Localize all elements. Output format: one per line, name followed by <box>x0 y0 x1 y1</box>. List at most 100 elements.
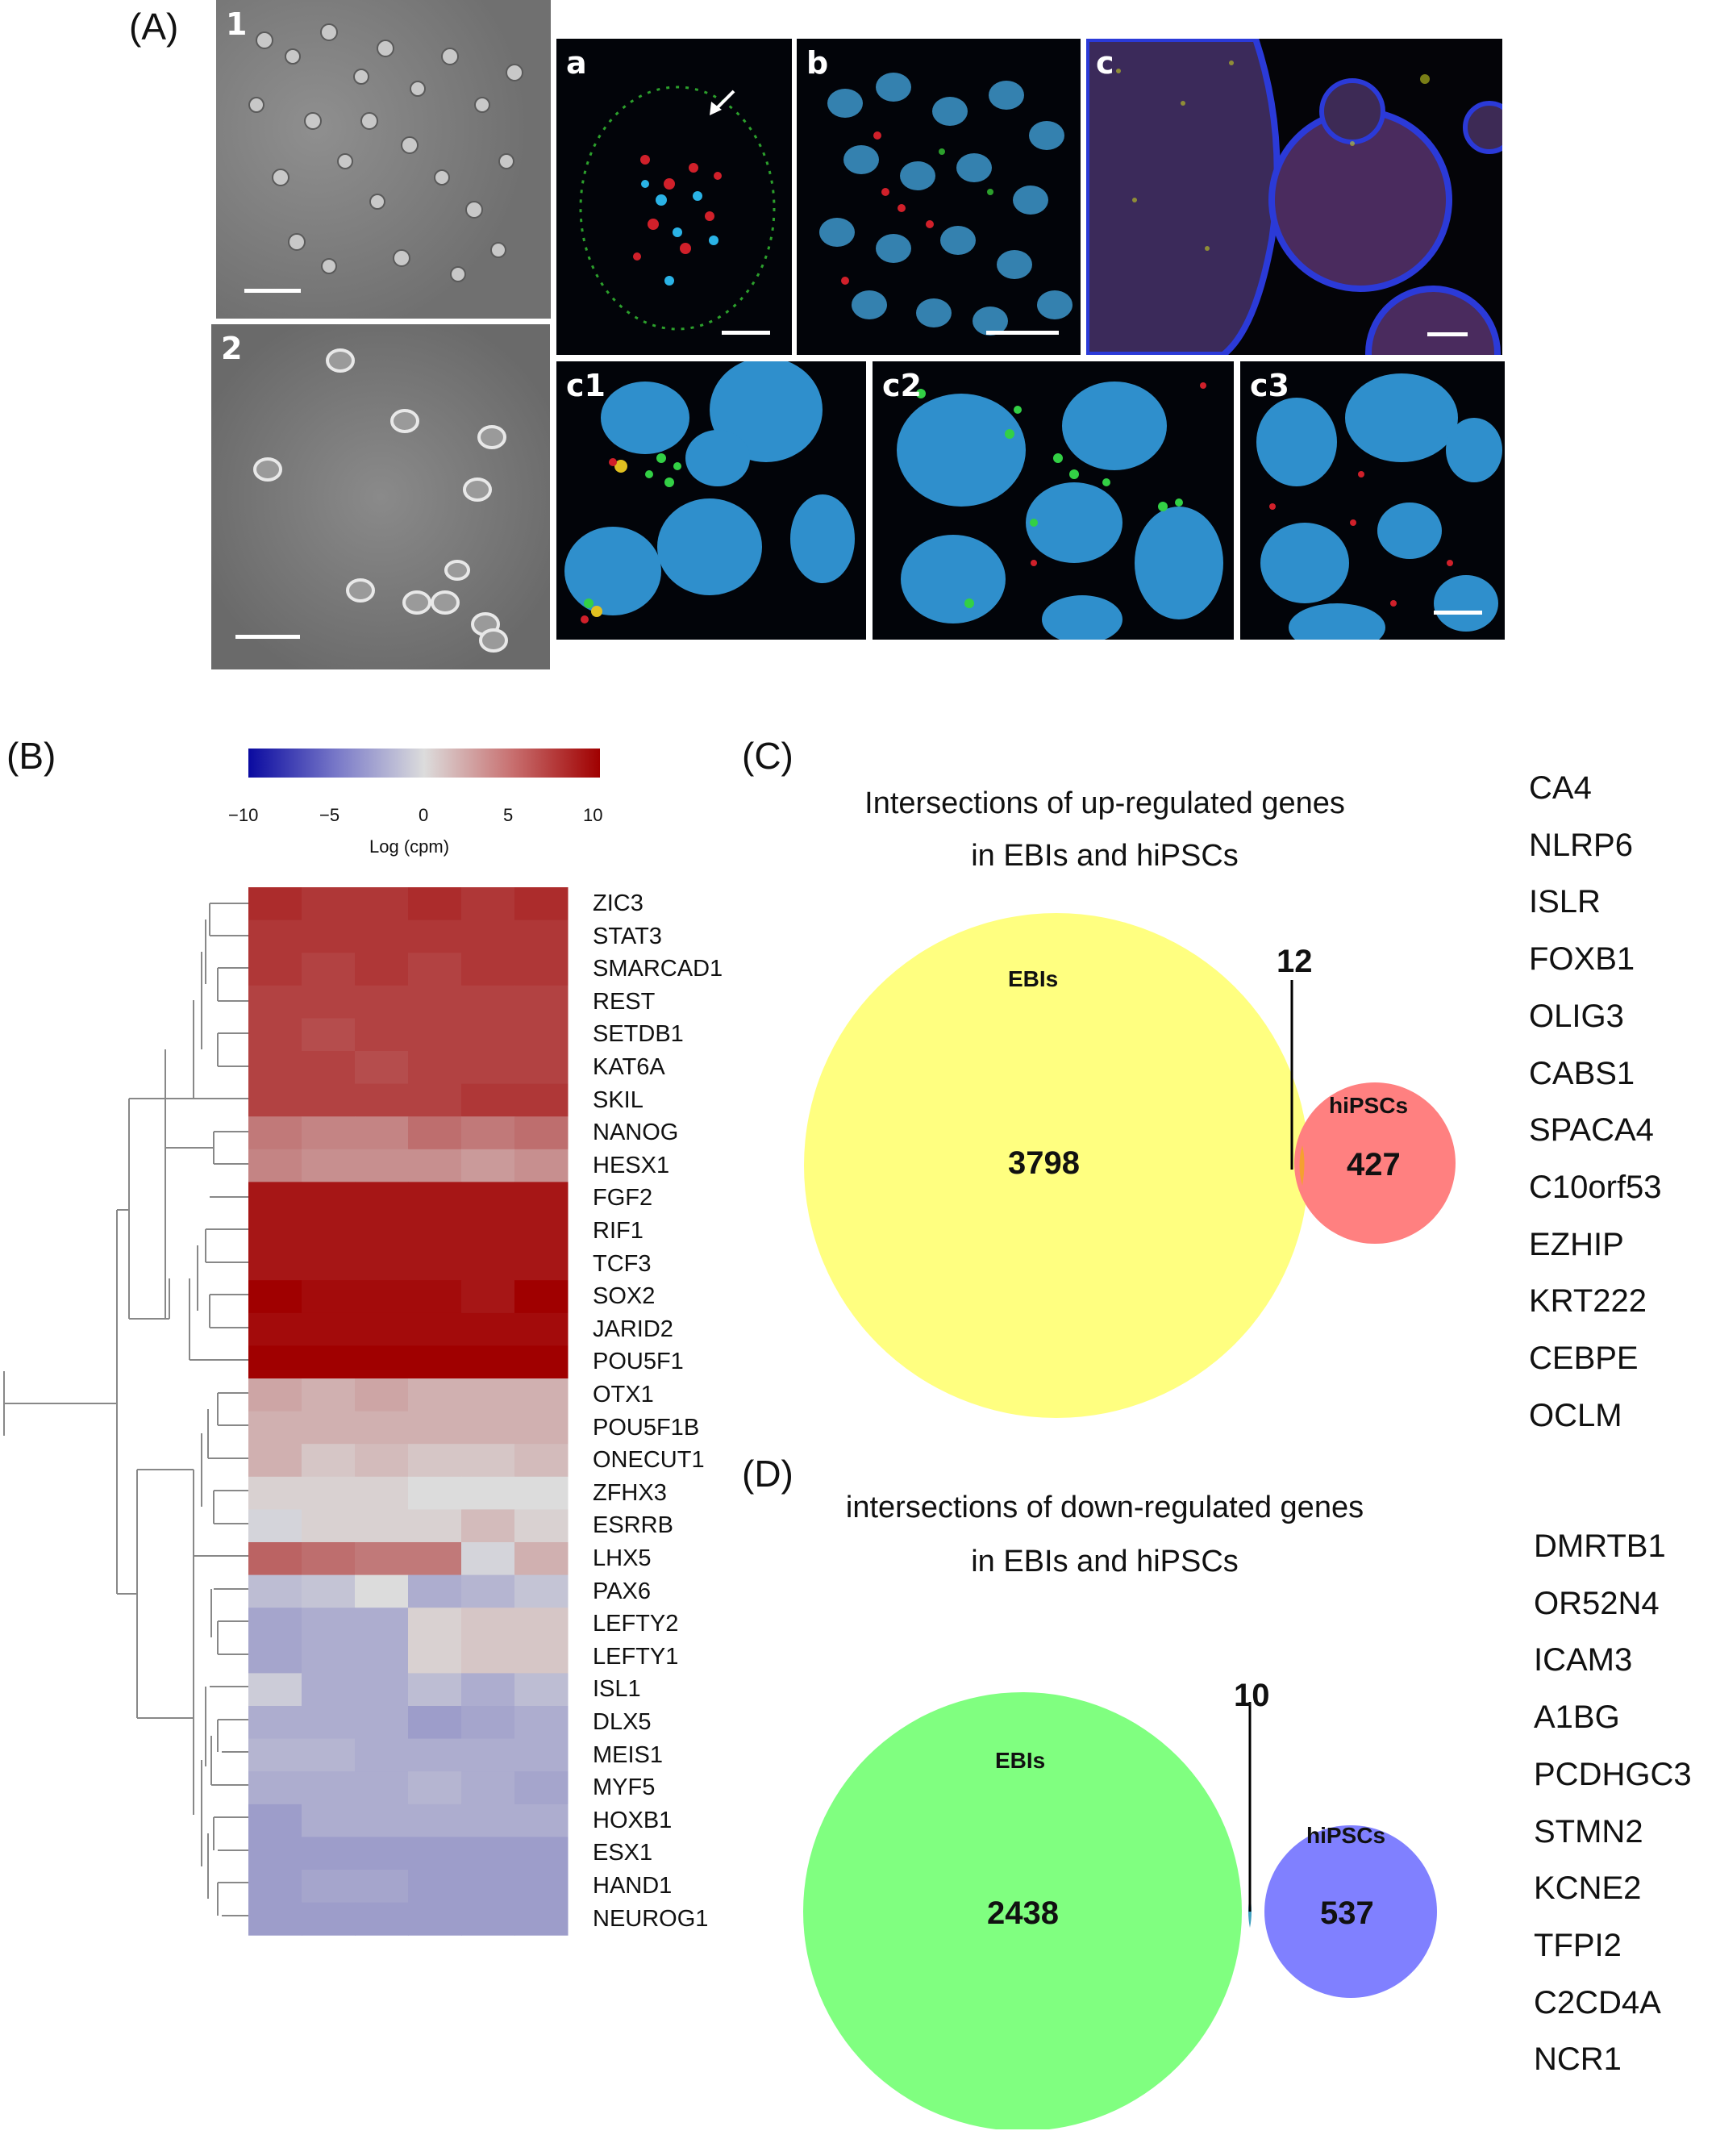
heatmap-cell <box>355 1378 409 1412</box>
heatmap-cell <box>355 1444 409 1478</box>
heatmap-cell <box>408 1116 462 1150</box>
heatmap-cell <box>514 1870 569 1904</box>
heatmap-cell <box>461 1870 515 1904</box>
heatmap-cell <box>514 1902 569 1936</box>
heatmap-cell <box>461 1476 515 1510</box>
heatmap-cell <box>408 1247 462 1281</box>
colorbar-label: Log (cpm) <box>369 836 450 857</box>
gene-list-item: A1BG <box>1534 1699 1620 1736</box>
heatmap-cell <box>461 1640 515 1674</box>
heatmap-cell <box>461 1837 515 1870</box>
heatmap-cell <box>408 953 462 986</box>
panel-a-label: (A) <box>129 6 179 48</box>
gene-list-item: FOXB1 <box>1529 941 1635 978</box>
heatmap-cell <box>248 1215 302 1249</box>
heatmap-cell <box>248 1444 302 1478</box>
heatmap-row-label: STAT3 <box>593 923 662 949</box>
heatmap-cell <box>408 1640 462 1674</box>
heatmap-row-label: ESRRB <box>593 1512 673 1539</box>
heatmap-cell <box>248 1542 302 1576</box>
heatmap-cell <box>302 1345 356 1379</box>
heatmap-row-label: TCF3 <box>593 1250 652 1277</box>
heatmap-cell <box>514 1640 569 1674</box>
micrograph-2: 2 <box>211 324 550 669</box>
scale-bar <box>244 289 301 293</box>
heatmap-cell <box>408 1706 462 1740</box>
venn-right-circle <box>1294 1082 1456 1244</box>
heatmap-cell <box>461 1280 515 1314</box>
colorbar-tick: −5 <box>319 805 340 825</box>
heatmap-cell <box>408 1542 462 1576</box>
heatmap-cell <box>408 1182 462 1216</box>
heatmap-cell <box>248 953 302 986</box>
heatmap-cell <box>248 1706 302 1740</box>
heatmap-row-label: LEFTY2 <box>593 1611 679 1637</box>
gene-list-item: PCDHGC3 <box>1534 1756 1692 1792</box>
heatmap-cell <box>248 1018 302 1052</box>
heatmap-cell <box>461 1182 515 1216</box>
micrograph-1: 1 <box>216 0 551 319</box>
fluorescence-b-label: b <box>806 45 829 81</box>
heatmap-cell <box>355 1411 409 1445</box>
gene-list-item: CABS1 <box>1529 1055 1635 1091</box>
gene-list-item: ICAM3 <box>1534 1642 1633 1679</box>
heatmap-cell <box>355 1837 409 1870</box>
heatmap-cell <box>248 1378 302 1412</box>
panel-d-title-line2: in EBIs and hiPSCs <box>971 1545 1239 1578</box>
heatmap-cell <box>248 1182 302 1216</box>
fluorescence-c3: c3 <box>1240 361 1505 640</box>
heatmap-cell <box>302 1509 356 1543</box>
heatmap-cell <box>514 1542 569 1576</box>
gene-list-item: OLIG3 <box>1529 998 1624 1034</box>
heatmap-cell <box>355 1509 409 1543</box>
heatmap-cell <box>461 1018 515 1052</box>
fluorescence-a: a <box>556 39 792 355</box>
heatmap-cell <box>408 1574 462 1608</box>
heatmap-cell <box>248 1738 302 1772</box>
heatmap-cell <box>408 1018 462 1052</box>
heatmap-cell <box>355 1640 409 1674</box>
scale-bar <box>1427 332 1468 336</box>
heatmap-cell <box>461 1378 515 1412</box>
venn-left-circle <box>803 1692 1242 2129</box>
gene-list-item: TFPI2 <box>1534 1927 1622 1963</box>
heatmap-row-label: SOX2 <box>593 1283 656 1310</box>
heatmap-cell <box>248 985 302 1019</box>
heatmap-cell <box>302 1378 356 1412</box>
heatmap-cell <box>355 1706 409 1740</box>
heatmap-cell <box>355 1215 409 1249</box>
heatmap-row-label: NANOG <box>593 1120 679 1146</box>
gene-list-item: C2CD4A <box>1534 1984 1661 2020</box>
heatmap-cell <box>514 1574 569 1608</box>
scale-bar <box>986 331 1059 335</box>
heatmap-cell <box>355 1312 409 1346</box>
heatmap-cell <box>514 1116 569 1150</box>
heatmap-cell <box>461 1902 515 1936</box>
heatmap-cell <box>461 1312 515 1346</box>
heatmap-cell <box>355 1280 409 1314</box>
heatmap-cell <box>355 1051 409 1085</box>
heatmap-cell <box>302 1640 356 1674</box>
heatmap-cell <box>355 1804 409 1837</box>
gene-list-item: ISLR <box>1529 884 1601 920</box>
venn-down-left-name: EBIs <box>995 1748 1046 1773</box>
heatmap-cell <box>302 1542 356 1576</box>
heatmap-cell <box>514 1771 569 1805</box>
heatmap-cell <box>408 1608 462 1641</box>
heatmap-row-label: ISL1 <box>593 1676 641 1703</box>
heatmap-cell <box>461 1083 515 1117</box>
heatmap-cell <box>355 1182 409 1216</box>
heatmap-cell <box>302 1706 356 1740</box>
heatmap-cell <box>461 1345 515 1379</box>
heatmap-row-label: HOXB1 <box>593 1807 673 1833</box>
heatmap-cell <box>514 1149 569 1182</box>
heatmap-row-label: SKIL <box>593 1086 644 1113</box>
heatmap-cell <box>302 1771 356 1805</box>
heatmap-cell <box>514 1673 569 1707</box>
heatmap-cell <box>408 1476 462 1510</box>
heatmap-row-label: POU5F1 <box>593 1349 684 1375</box>
heatmap-row-label: DLX5 <box>593 1709 652 1735</box>
heatmap-cell <box>302 1280 356 1314</box>
heatmap-cell <box>408 1215 462 1249</box>
fluorescence-b: b <box>797 39 1081 355</box>
